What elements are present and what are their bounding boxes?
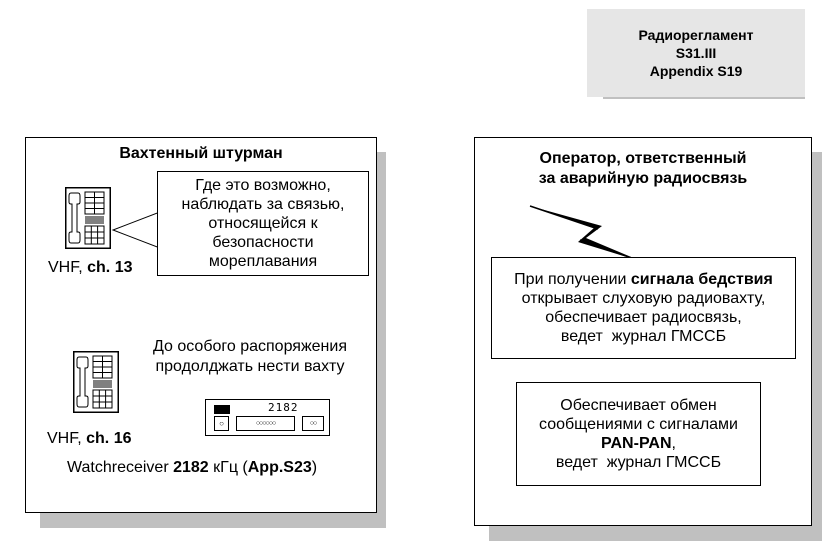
phone-icon — [65, 187, 111, 249]
right-panel-title: Оператор, ответственный за аварийную рад… — [538, 150, 748, 187]
vhf16-label: VHF, ch. 16 — [47, 430, 132, 447]
reference-box: Радиорегламент S31.III Appendix S19 — [587, 9, 805, 97]
distress-box: При получении сигнала бедствия открывает… — [491, 257, 796, 359]
left-panel-title: Вахтенный штурман — [119, 145, 283, 162]
lightning-icon — [529, 205, 647, 264]
reference-line-3: Appendix S19 — [649, 63, 743, 79]
panpan-box: Обеспечивает обмен сообщениями с сигнала… — [516, 382, 761, 486]
callout-line: относящейся к — [208, 215, 318, 232]
callout-pointer — [111, 211, 160, 249]
reference-line-2: S31.III — [675, 45, 717, 61]
callout-line: наблюдать за связью, — [181, 196, 345, 213]
receiver-speaker: ○○ — [302, 416, 324, 431]
vhf16-note: До особого распоряжения продолджать нест… — [152, 338, 347, 375]
vhf13-label: VHF, ch. 13 — [48, 259, 133, 276]
callout-line: Где это возможно, — [195, 177, 331, 194]
phone-icon — [73, 351, 119, 413]
receiver-display-block — [214, 405, 230, 414]
callout-line: мореплавания — [208, 253, 318, 270]
safety-callout: Где это возможно, наблюдать за связью, о… — [157, 171, 369, 276]
callout-line: безопасности — [212, 234, 314, 251]
watchreceiver-label: Watchreceiver 2182 кГц (App.S23) — [67, 459, 318, 476]
receiver-knob: ○ — [214, 416, 229, 431]
receiver-frequency-display: 2182 — [268, 401, 299, 414]
receiver-icon: 2182 ○ ○○○○○○ ○○ — [205, 399, 330, 436]
reference-line-1: Радиорегламент — [638, 27, 754, 43]
receiver-buttons: ○○○○○○ — [236, 416, 295, 431]
